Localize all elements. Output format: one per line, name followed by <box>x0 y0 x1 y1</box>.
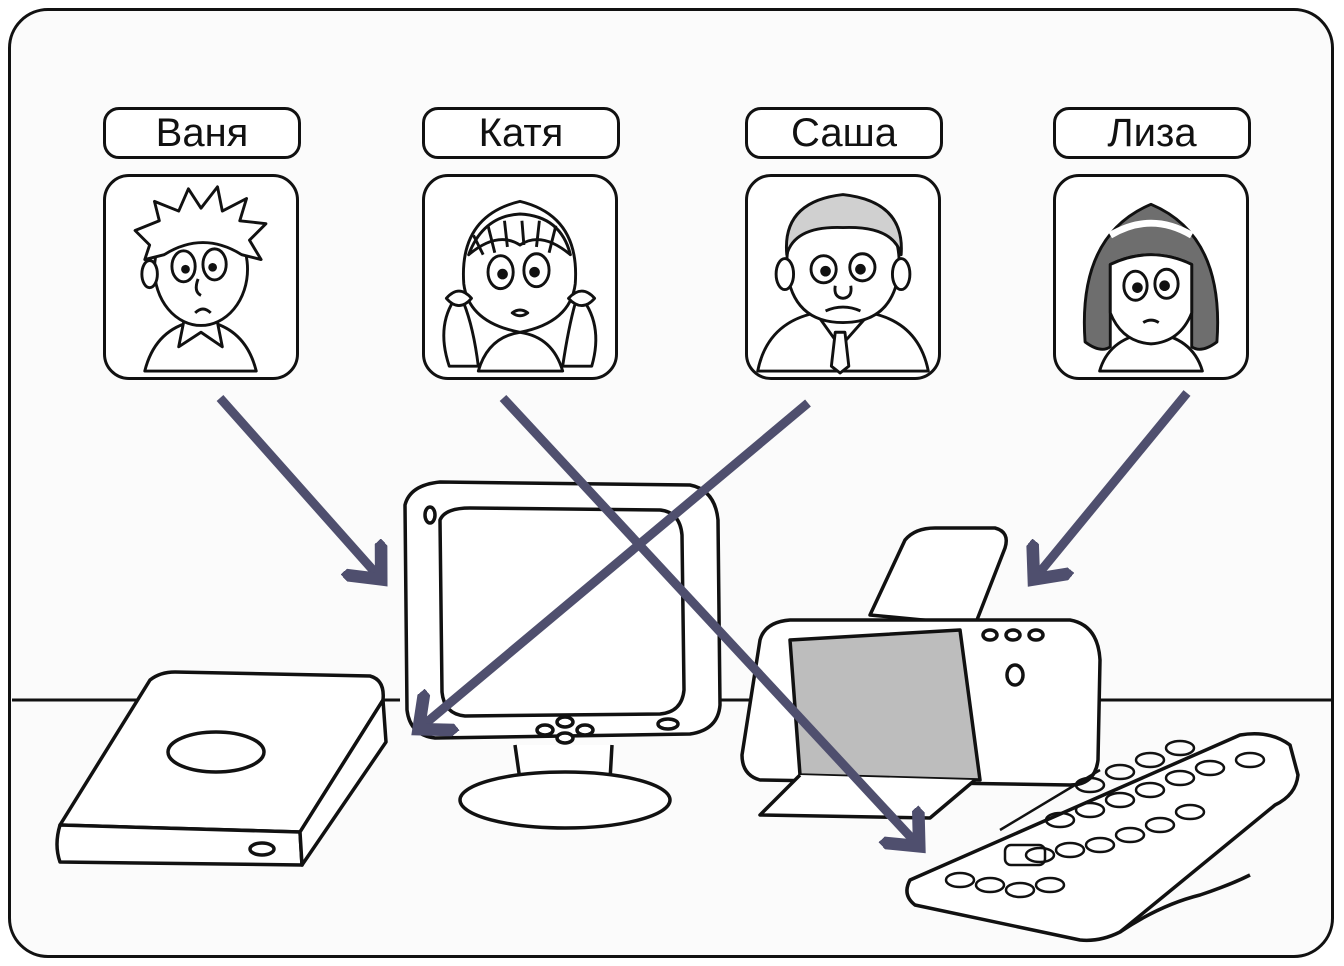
arrow-sasha-to-scanner <box>420 403 808 728</box>
arrow-liza-to-printer <box>1035 393 1187 578</box>
arrow-vanya-to-monitor <box>220 398 380 578</box>
arrow-katya-to-keyboard <box>503 398 918 845</box>
